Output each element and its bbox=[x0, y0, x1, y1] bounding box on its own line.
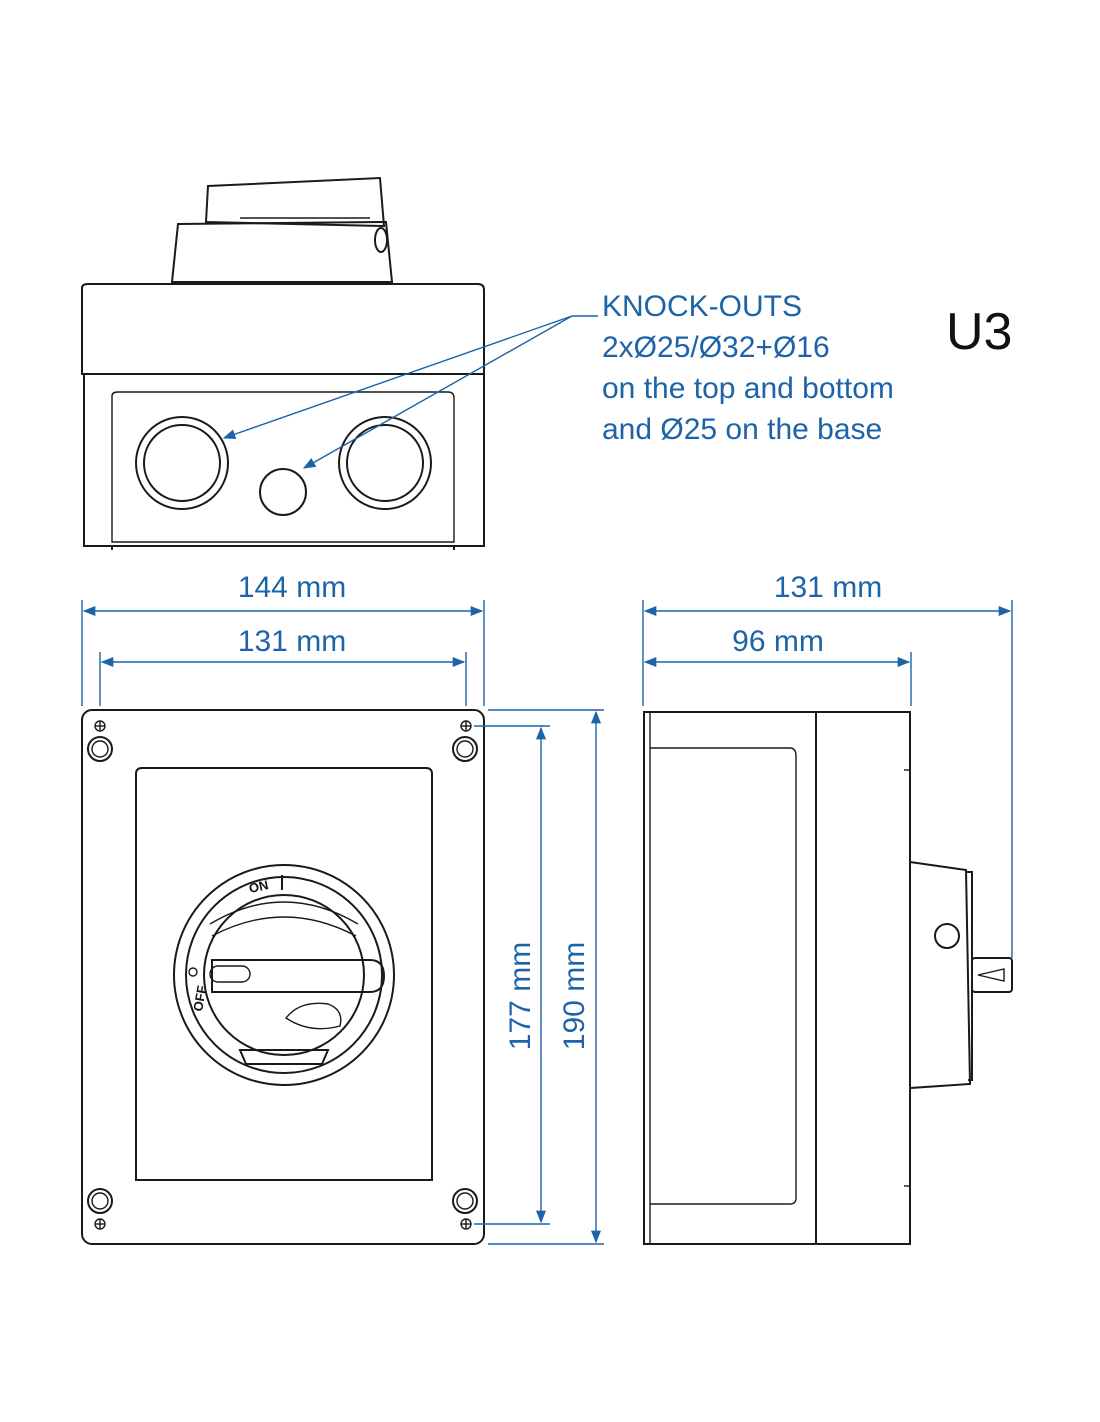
note-line-3: on the top and bottom bbox=[602, 372, 894, 405]
dimension-lines bbox=[81, 600, 1013, 1245]
dim-front-outer-height: 190 mm bbox=[558, 942, 591, 1050]
screw-top-left bbox=[87, 736, 113, 762]
off-label: OFF bbox=[190, 984, 209, 1012]
note-line-4: and Ø25 on the base bbox=[602, 413, 882, 446]
screw-bottom-left bbox=[87, 1188, 113, 1214]
knockout-small bbox=[259, 468, 307, 516]
model-label: U3 bbox=[946, 303, 1012, 361]
top-view bbox=[81, 176, 485, 550]
dim-front-hole-width: 131 mm bbox=[238, 625, 346, 658]
dim-side-total-depth: 131 mm bbox=[774, 571, 882, 604]
screw-top-right bbox=[452, 736, 478, 762]
knockouts-note: KNOCK-OUTS 2xØ25/Ø32+Ø16 on the top and … bbox=[602, 290, 894, 446]
knockout-right bbox=[338, 416, 432, 510]
dimension-labels: 144 mm 131 mm 131 mm 96 mm 177 mm 190 mm bbox=[238, 571, 882, 1050]
on-label: ON bbox=[248, 877, 270, 896]
dim-front-hole-height: 177 mm bbox=[504, 942, 537, 1050]
front-view: ON OFF bbox=[81, 709, 485, 1245]
knockout-leaders bbox=[222, 315, 598, 469]
switch-handle bbox=[211, 959, 386, 993]
side-view bbox=[643, 711, 1013, 1245]
note-line-2: 2xØ25/Ø32+Ø16 bbox=[602, 331, 830, 364]
screw-bottom-right bbox=[452, 1188, 478, 1214]
mount-hole-markers bbox=[94, 720, 472, 1230]
knockout-left bbox=[135, 416, 229, 510]
dim-front-outer-width: 144 mm bbox=[238, 571, 346, 604]
dim-side-body-depth: 96 mm bbox=[732, 625, 824, 658]
rotary-switch: ON OFF bbox=[173, 864, 395, 1086]
note-line-1: KNOCK-OUTS bbox=[602, 290, 802, 323]
